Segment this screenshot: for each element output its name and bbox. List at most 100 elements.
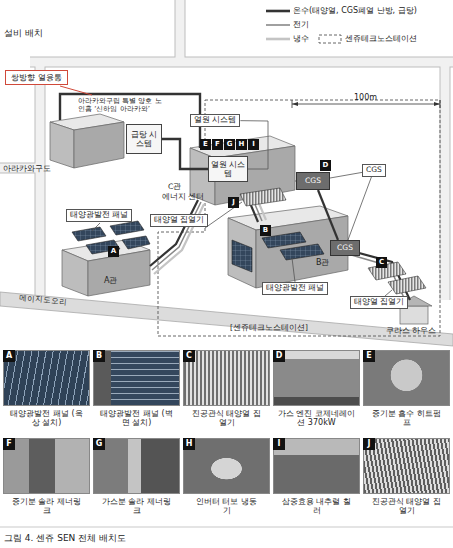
- callout-box: 열원 시스템: [190, 114, 240, 127]
- boundary-sample: [319, 35, 341, 43]
- equipment-photo-tile: B 태양광발전 패널 (벽면 설치): [93, 350, 180, 436]
- equipment-photo-tile: G가스분 솔라 제너링크: [93, 438, 180, 524]
- photo-caption: 태양광발전 패널 (옥상 설치): [10, 409, 84, 427]
- photo-caption: 증기분 솔라 제너링크: [10, 497, 84, 515]
- equipment-photo-tile: C 진공관식 태양열 집열기: [183, 350, 270, 436]
- building-name: 에너지 센터: [162, 192, 204, 201]
- node-text: 태양광발전 패널: [70, 211, 128, 220]
- callout-letter: I: [252, 140, 255, 148]
- letter-badge: D: [320, 160, 331, 171]
- callout-letter: B: [93, 350, 105, 362]
- photo-caption: 태양광발전 패널 (벽면 설치): [100, 409, 174, 427]
- equipment-photo: [93, 438, 180, 494]
- legend-label: 온수(태양열, CGS폐열 난방, 급탕): [293, 5, 417, 16]
- leader-line: [60, 86, 92, 95]
- electric-line: [348, 254, 406, 302]
- leader-line: [92, 223, 100, 231]
- equipment-photo: [93, 350, 180, 406]
- legend-label: 전기: [293, 19, 309, 30]
- solar-panel: [72, 227, 106, 241]
- callout-letter: J: [232, 198, 235, 206]
- system-box: 급탕 시스템: [126, 124, 162, 154]
- letter-badge: E: [200, 139, 211, 150]
- callout-letter: G: [227, 140, 233, 148]
- photo-caption: 진공관식 태양열 집열기: [190, 409, 264, 427]
- wall-solar-panel: [232, 240, 252, 272]
- callout-box: CGS: [362, 164, 386, 177]
- node-text: 태양열 집열기: [354, 298, 404, 307]
- callout-letter: D: [323, 161, 329, 169]
- hot-water-pipe: [162, 139, 208, 169]
- legend-sample: [266, 20, 290, 30]
- leader-line: [240, 121, 268, 169]
- building-wall: [50, 122, 74, 168]
- building-name: 아라카와구립 특별 양호 노인홈 ‘신하임 아라카와’: [78, 97, 162, 114]
- node-text: 급탕 시스템: [127, 130, 161, 148]
- letter-badge: J: [228, 197, 239, 208]
- house-wall: [400, 306, 428, 324]
- solar-panel: [110, 221, 144, 235]
- legend-sample: [266, 6, 290, 16]
- solar-collector: [388, 276, 426, 294]
- section-heading: 설비 배치: [4, 28, 43, 38]
- cgs-unit: CGS: [330, 240, 360, 256]
- callout-letter: H: [239, 140, 245, 148]
- equipment-photo-tile: F 증기분 솔라 제너링크: [3, 438, 90, 524]
- building-wall: [228, 218, 256, 288]
- line-sample: [266, 37, 290, 40]
- legend-label: 냉수: [293, 33, 309, 44]
- equipment-photo-tile: H 인버터 터보 냉동기: [183, 438, 270, 524]
- letter-badge: B: [260, 225, 271, 236]
- equipment-photo: [183, 350, 270, 406]
- main-road: [0, 292, 453, 346]
- equipment-photo: [273, 438, 360, 494]
- building-name: C관: [168, 182, 181, 191]
- solar-collector: [368, 262, 406, 280]
- callout-letter: H: [183, 438, 195, 450]
- photo-caption: 가스 엔진 코제네레이션 370kW: [275, 409, 359, 427]
- dimension-label: 100m: [354, 93, 377, 103]
- callout-letter: F: [215, 140, 220, 148]
- photo-caption: 인버터 터보 냉동기: [195, 497, 259, 515]
- callout-letter: C: [183, 350, 195, 362]
- system-box: 열원 시스템: [208, 156, 248, 182]
- node-text: 열원 시스템: [209, 160, 247, 178]
- road: [0, 0, 453, 300]
- caption-rule: [0, 527, 453, 528]
- legend-entry: 냉수: [266, 33, 309, 44]
- node-text: CGS: [337, 244, 353, 253]
- equipment-photo: [363, 350, 450, 406]
- dimension-arrow: [292, 102, 440, 106]
- solar-panel: [122, 236, 150, 249]
- equipment-photo-tile: J진공관식 태양열 집열기: [363, 438, 450, 524]
- callout-letter: A: [3, 350, 15, 362]
- callout-letter: C: [379, 258, 384, 266]
- callout-letter: A: [111, 247, 116, 255]
- line-sample: [266, 9, 290, 12]
- callout-letter: J: [363, 438, 375, 450]
- node-text: 쌍방향 열융통: [11, 73, 62, 82]
- line-sample: [266, 24, 290, 26]
- leader-line: [292, 258, 295, 282]
- equipment-photo-tile: E증기분 흡수 히트펌프: [363, 350, 450, 436]
- photo-caption: 삼중효용 내추럴 칠러: [280, 497, 354, 515]
- photo-caption: 증기분 흡수 히트펌프: [370, 409, 444, 427]
- callout-letter: D: [273, 350, 285, 362]
- building-wall: [74, 122, 124, 168]
- callout-letter: G: [93, 438, 105, 450]
- solar-panel: [280, 244, 324, 260]
- road-name: 아라카와구도: [3, 164, 51, 173]
- legend-entry: 온수(태양열, CGS폐열 난방, 급탕): [266, 5, 417, 16]
- cgs-unit: CGS: [296, 172, 330, 190]
- road-name: 메이지도오리: [19, 293, 68, 306]
- callout-box: 태양열 집열기: [150, 214, 208, 227]
- equipment-photo: [273, 350, 360, 406]
- heat-exchange-callout: 쌍방향 열융통: [5, 70, 68, 85]
- callout-letter: I: [273, 438, 285, 450]
- leader-line: [330, 172, 362, 178]
- node-text: 태양광발전 패널: [266, 284, 324, 293]
- letter-badge: A: [108, 246, 119, 257]
- callout-letter: F: [3, 438, 15, 450]
- hot-water-pipe: [250, 203, 258, 222]
